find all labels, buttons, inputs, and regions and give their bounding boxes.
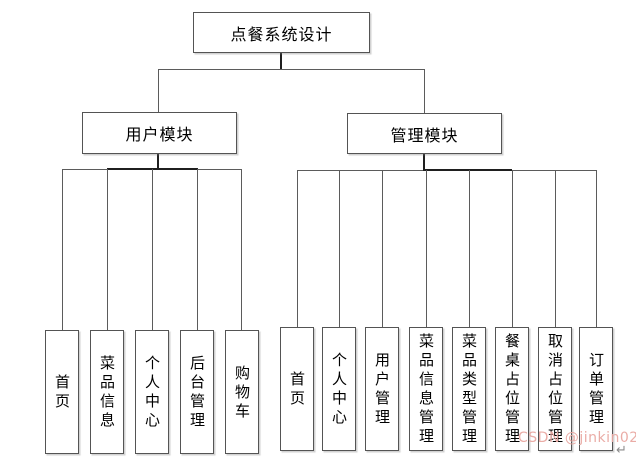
leaf-admin-home: 首页 [280,327,314,451]
leaf-user-cart: 购物车 [225,330,259,454]
connector-root-stub [280,53,282,70]
connector-leaf-line [382,170,383,327]
leaf-user-personal-center: 个人中心 [135,330,169,454]
module-node-admin: 管理模块 [347,113,502,154]
connector-top-horizontal [158,69,425,70]
leaf-user-backend-admin: 后台管理 [180,330,214,454]
paragraph-return-mark: ↵ [616,443,627,458]
module-node-user-label: 用户模块 [125,125,194,144]
connector-leaf-line [426,170,427,327]
root-node-label: 点餐系统设计 [230,24,333,44]
connector-leaf-line [512,170,513,327]
connector-drop-user-module [158,69,159,113]
leaf-admin-cancel-occupancy-mgmt: 取消占位管理 [538,327,572,451]
connector-leaf-line [555,170,556,327]
connector-leaf-line [152,169,153,330]
leaf-admin-personal-center: 个人中心 [322,327,356,451]
csdn-watermark: CSDN @jinkin02 [518,430,636,446]
connector-admin-stub [423,153,425,171]
root-node-system-design: 点餐系统设计 [193,12,370,53]
connector-leaf-line [469,170,470,327]
connector-leaf-line [241,169,242,330]
connector-leaf-line [297,170,298,327]
connector-leaf-line [596,170,597,327]
leaf-admin-table-occupancy-mgmt: 餐桌占位管理 [495,327,529,451]
connector-drop-admin-module [424,69,425,114]
leaf-admin-dish-type-mgmt: 菜品类型管理 [452,327,486,451]
connector-admin-dark-segment [423,169,512,171]
leaf-admin-user-mgmt: 用户管理 [365,327,399,451]
connector-user-stub [157,153,159,170]
leaf-admin-order-mgmt: 订单管理 [579,327,613,451]
module-node-admin-label: 管理模块 [390,125,459,145]
connector-leaf-line [62,169,63,330]
module-node-user: 用户模块 [82,112,237,154]
connector-leaf-line [197,169,198,330]
leaf-user-home: 首页 [45,330,79,454]
connector-leaf-line [339,170,340,327]
leaf-user-dish-info: 菜品信息 [90,330,124,454]
connector-leaf-line [107,169,108,330]
leaf-admin-dish-info-mgmt: 菜品信息管理 [409,327,443,451]
